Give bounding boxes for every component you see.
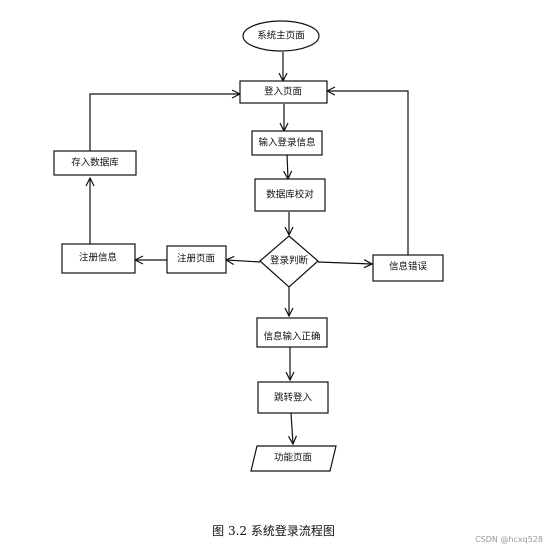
register-page-label: 注册页面: [177, 253, 215, 265]
login-page-box: [239, 80, 328, 104]
info-error-box: [372, 254, 444, 282]
save-database-box: [53, 150, 137, 176]
register-info-label: 注册信息: [79, 252, 117, 264]
login-decision-diamond: [259, 235, 319, 288]
watermark: CSDN @hcxq528: [475, 535, 543, 544]
redirect-login-label: 跳转登入: [274, 392, 313, 404]
register-info-box: [61, 243, 136, 274]
info-correct-box: [256, 317, 328, 348]
redirect-login-box: [257, 381, 329, 414]
flowchart: 系统主页面 登入页面 输入登录信息 数据库校对 登录判断 注册页面 注册信息 存…: [53, 20, 444, 472]
edge-database-to-login: [89, 94, 240, 151]
feature-page-parallelogram: [250, 445, 337, 472]
edge-error-to-login: [327, 91, 409, 255]
info-error-label: 信息错误: [389, 261, 428, 273]
figure-caption: 图 3.2 系统登录流程图: [212, 524, 335, 538]
login-page-label: 登入页面: [264, 87, 302, 98]
register-page-box: [166, 245, 227, 274]
info-correct-label: 信息输入正确: [263, 331, 320, 343]
save-database-label: 存入数据库: [71, 157, 119, 169]
enter-login-info-box: [251, 130, 323, 156]
database-check-box: [254, 178, 326, 212]
login-decision-label: 登录判断: [270, 255, 309, 267]
start-label: 系统主页面: [257, 30, 305, 42]
edge-decision-to-error: [317, 262, 372, 264]
feature-page-label: 功能页面: [274, 452, 312, 464]
edge-decision-to-register: [226, 260, 261, 262]
edge-redirect-to-feature: [291, 412, 293, 444]
database-check-label: 数据库校对: [266, 189, 314, 201]
edge-input-to-check: [287, 153, 288, 179]
start-ellipse: [242, 20, 320, 52]
enter-login-info-label: 输入登录信息: [258, 137, 315, 149]
